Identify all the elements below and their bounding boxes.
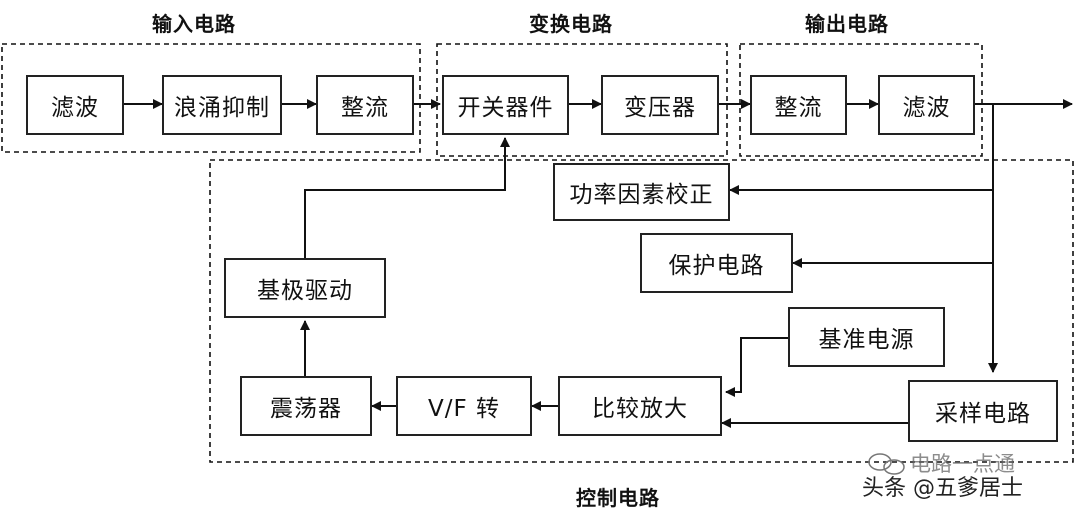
oscillator-block: 震荡器 (240, 376, 372, 436)
filter-out-block: 滤波 (878, 75, 975, 135)
arrow-base-drive-to-switch (304, 137, 510, 258)
reference-block: 基准电源 (788, 307, 945, 367)
output-circuit-frame (739, 43, 983, 157)
output-circuit-label: 输出电路 (805, 12, 889, 36)
vf-convert-block: V/F 转 (396, 376, 532, 436)
transformer-block: 变压器 (601, 75, 719, 135)
watermark-channel: 电路一点通 (910, 452, 1015, 476)
input-circuit-frame (1, 43, 421, 153)
watermark-author: 头条 @五爹居士 (862, 476, 1023, 501)
sampling-block: 采样电路 (908, 380, 1058, 442)
base-drive-block: 基极驱动 (224, 258, 386, 318)
control-circuit-label: 控制电路 (576, 486, 660, 510)
wechat-icon (868, 453, 905, 475)
watermark: 电路一点通 头条 @五爹居士 (862, 452, 1023, 502)
comparator-amp-block: 比较放大 (558, 376, 722, 436)
rectify-in-block: 整流 (316, 75, 414, 135)
protection-block: 保护电路 (640, 233, 793, 293)
switch-device-block: 开关器件 (442, 75, 569, 135)
input-circuit-label: 输入电路 (152, 12, 236, 36)
surge-suppress-block: 浪涌抑制 (162, 75, 282, 135)
rectify-out-block: 整流 (750, 75, 847, 135)
filter-in-block: 滤波 (26, 75, 124, 135)
transform-circuit-label: 变换电路 (529, 12, 613, 36)
arrow-reference-to-comparator (725, 337, 788, 397)
control-circuit-frame (209, 159, 1074, 463)
pfc-block: 功率因素校正 (553, 163, 730, 221)
